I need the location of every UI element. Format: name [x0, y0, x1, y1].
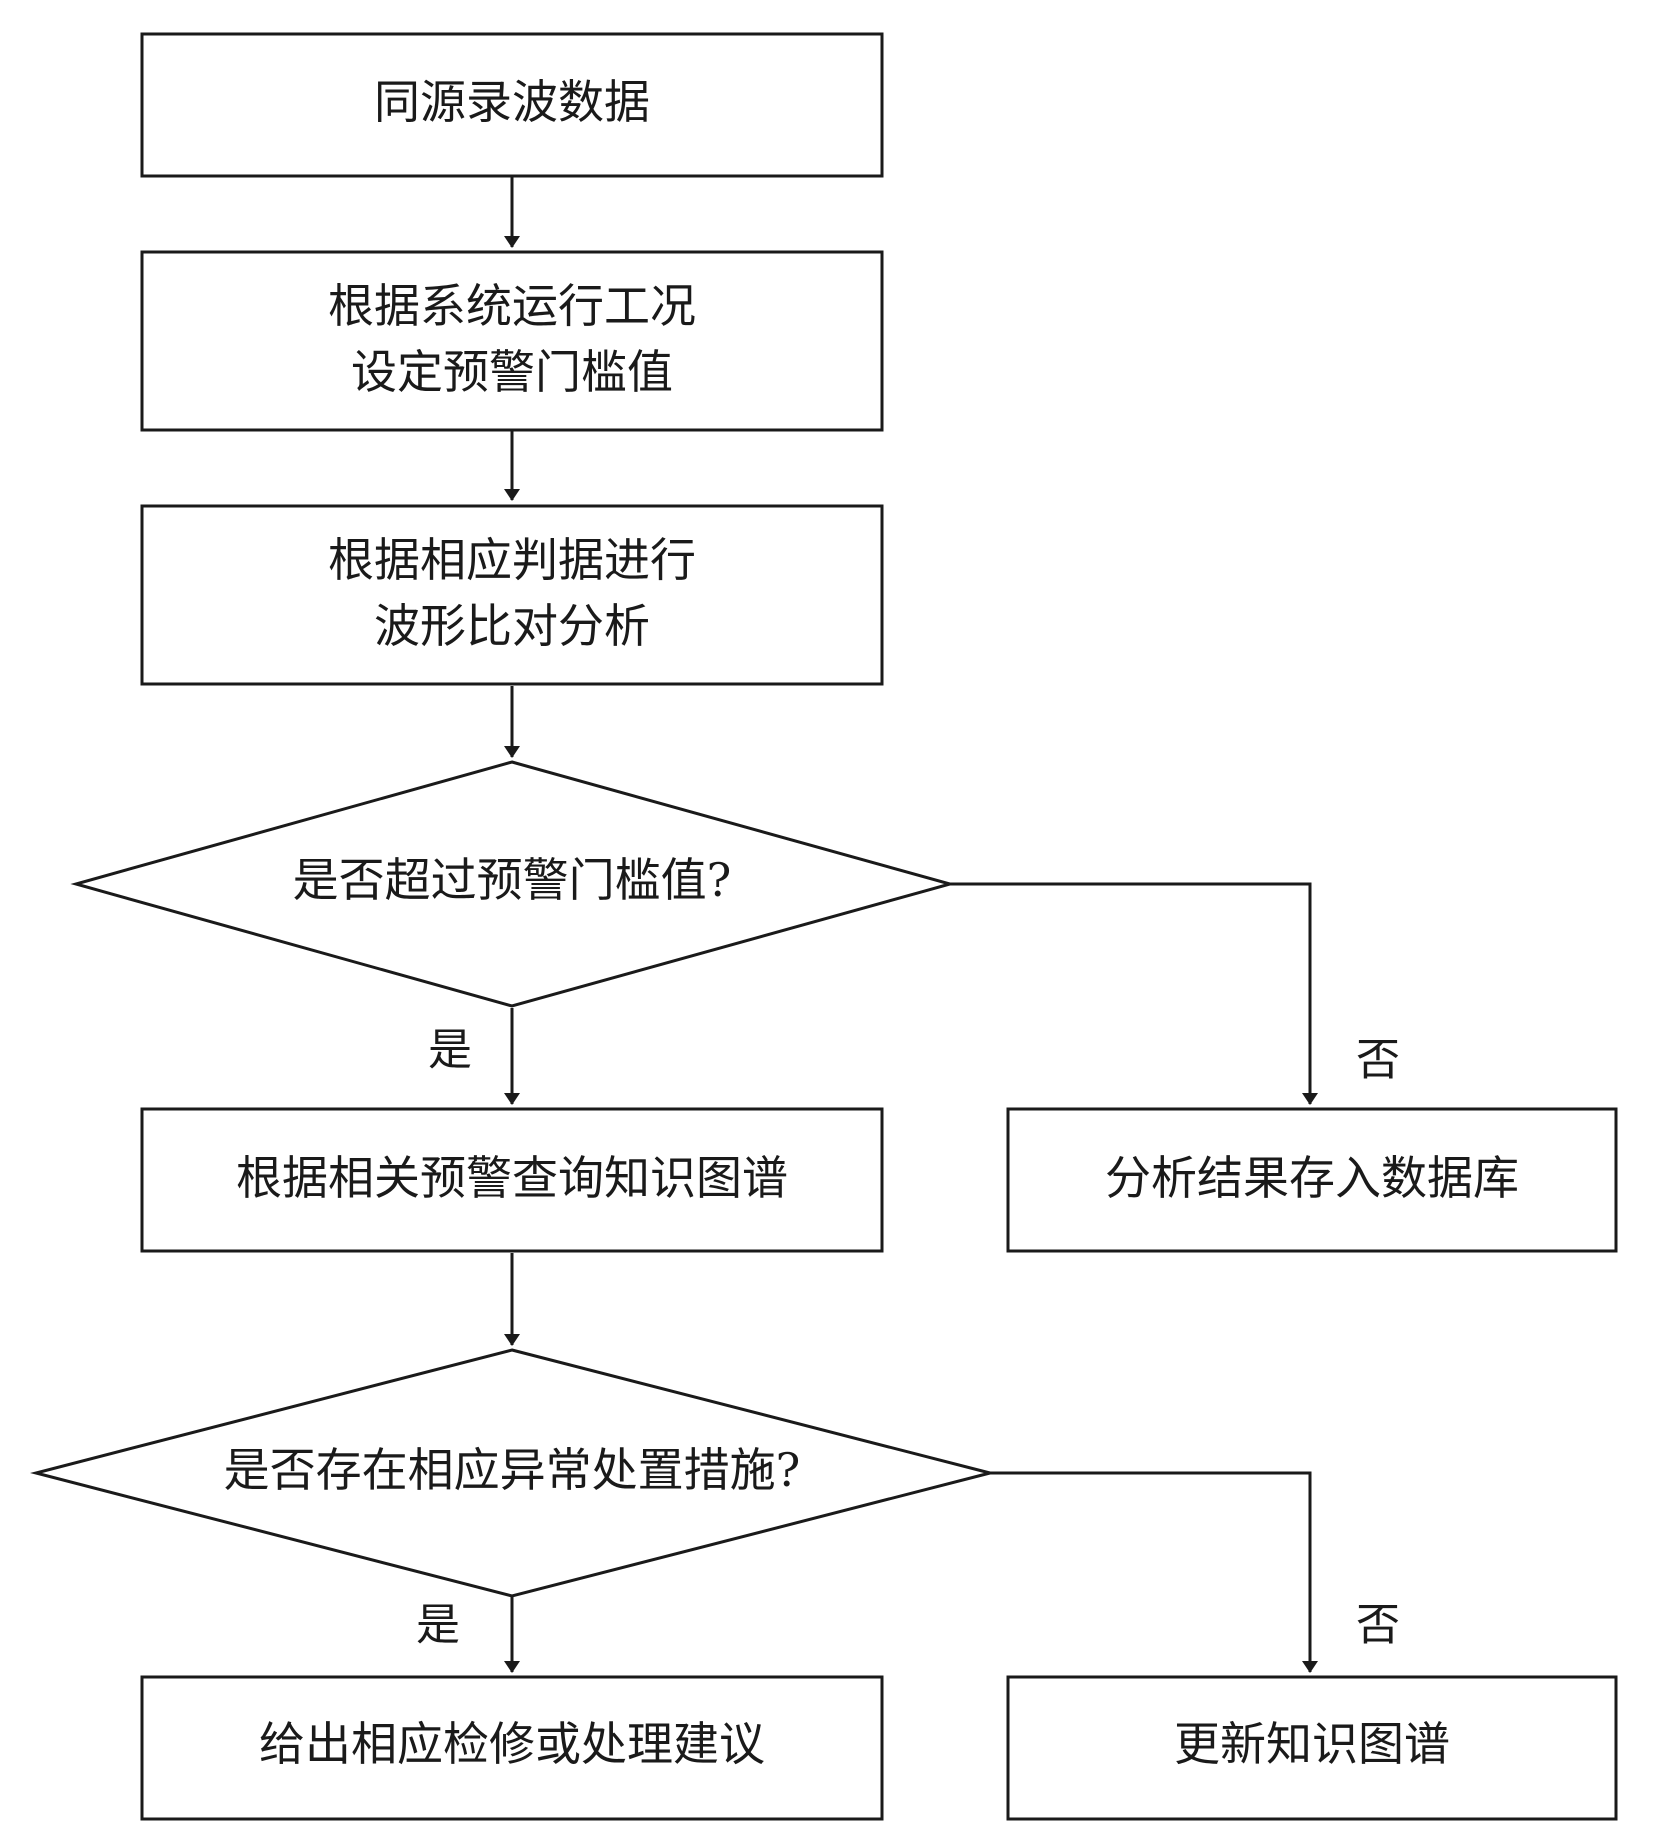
edge-label-measure-yes: 是	[416, 1600, 460, 1651]
node-waveform-compare-box	[140, 504, 884, 686]
node-store-db-box	[1006, 1107, 1618, 1253]
node-update-kg-box	[1006, 1675, 1618, 1821]
label-waveform-compare-line2: 波形比对分析	[374, 599, 650, 653]
label-set-threshold-line2: 设定预警门槛值	[351, 345, 673, 399]
label-decision-threshold: 是否超过预警门槛值?	[293, 853, 732, 907]
edge-label-threshold-yes: 是	[428, 1025, 472, 1076]
node-query-kg-box	[140, 1107, 884, 1253]
node-give-advice-box	[140, 1675, 884, 1821]
edge-decision-no	[950, 882, 1318, 1105]
label-query-kg: 根据相关预警查询知识图谱	[236, 1151, 788, 1205]
label-store-db: 分析结果存入数据库	[1105, 1151, 1519, 1205]
node-source-data-box	[140, 32, 884, 178]
edge-decision2-no	[990, 1471, 1318, 1673]
label-source-data: 同源录波数据	[374, 75, 650, 129]
edge-label-threshold-no: 否	[1356, 1035, 1400, 1086]
nodes	[30, 32, 1618, 1821]
label-waveform-compare-line1: 根据相应判据进行	[328, 533, 696, 587]
node-set-threshold-box	[140, 250, 884, 432]
edge-label-measure-no: 否	[1356, 1600, 1400, 1651]
label-set-threshold-line1: 根据系统运行工况	[328, 279, 696, 333]
label-update-kg: 更新知识图谱	[1174, 1717, 1450, 1771]
label-decision-measure: 是否存在相应异常处置措施?	[224, 1443, 801, 1497]
node-decision-measure-shape	[30, 1348, 991, 1598]
edges	[504, 177, 1318, 1673]
node-decision-threshold-shape	[70, 760, 956, 1008]
label-give-advice: 给出相应检修或处理建议	[259, 1717, 765, 1771]
